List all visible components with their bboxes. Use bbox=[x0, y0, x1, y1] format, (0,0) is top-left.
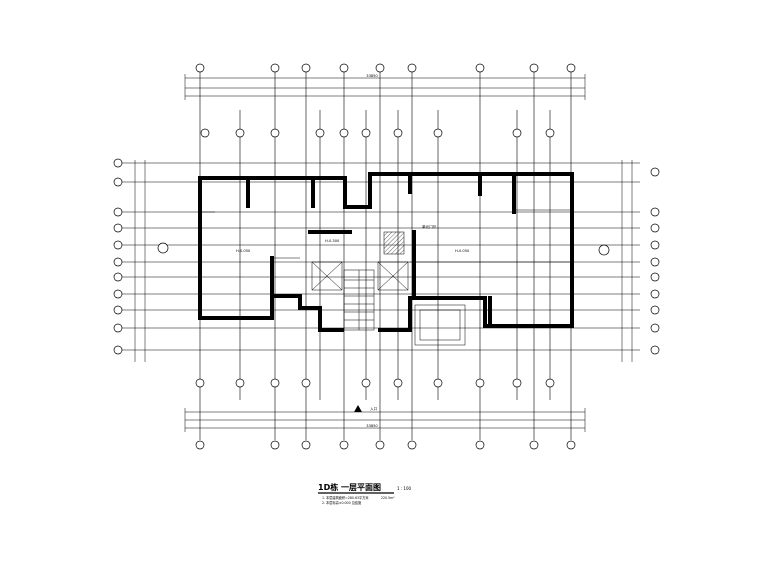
title-block: 1D栋 一层平面图 1 : 100 1. 本层建筑面积=280.63平方米 22… bbox=[318, 482, 412, 505]
top-axis-bubbles bbox=[195, 63, 576, 138]
bottom-axis-bubbles bbox=[195, 378, 576, 450]
exterior-walls bbox=[198, 172, 574, 332]
drawing-title: 1D栋 一层平面图 bbox=[318, 482, 381, 492]
bottom-dimension-chain: 33850 bbox=[184, 408, 586, 432]
stair-core bbox=[311, 231, 409, 331]
room-labels: H-0.050 H-0.300 H-0.050 单元门厅 bbox=[236, 224, 470, 253]
entry-label: 入口 bbox=[370, 406, 378, 411]
lobby-label: 单元门厅 bbox=[422, 224, 437, 229]
drawing-scale: 1 : 100 bbox=[397, 486, 412, 491]
drawing-note-2: 2. 本层标高±0.000 见结施 bbox=[322, 500, 362, 505]
entry-porch: 入口 bbox=[354, 304, 466, 412]
top-overall-dimension: 33850 bbox=[366, 74, 378, 78]
side-dimension-chains bbox=[134, 160, 633, 362]
room-left-elevation: H-0.050 bbox=[236, 249, 251, 253]
interior-walls bbox=[200, 172, 572, 328]
entry-arrow-icon bbox=[354, 405, 362, 412]
room-right-elevation: H-0.050 bbox=[455, 249, 470, 253]
drawing-area-label: 220.5m² bbox=[381, 496, 395, 500]
side-axis-bubbles bbox=[113, 158, 660, 355]
room-center-elevation: H-0.300 bbox=[325, 239, 340, 243]
drawing-note-1: 1. 本层建筑面积=280.63平方米 bbox=[322, 495, 369, 500]
top-dimension-chain: 33850 bbox=[184, 74, 586, 100]
bottom-overall-dimension: 33850 bbox=[366, 424, 378, 428]
